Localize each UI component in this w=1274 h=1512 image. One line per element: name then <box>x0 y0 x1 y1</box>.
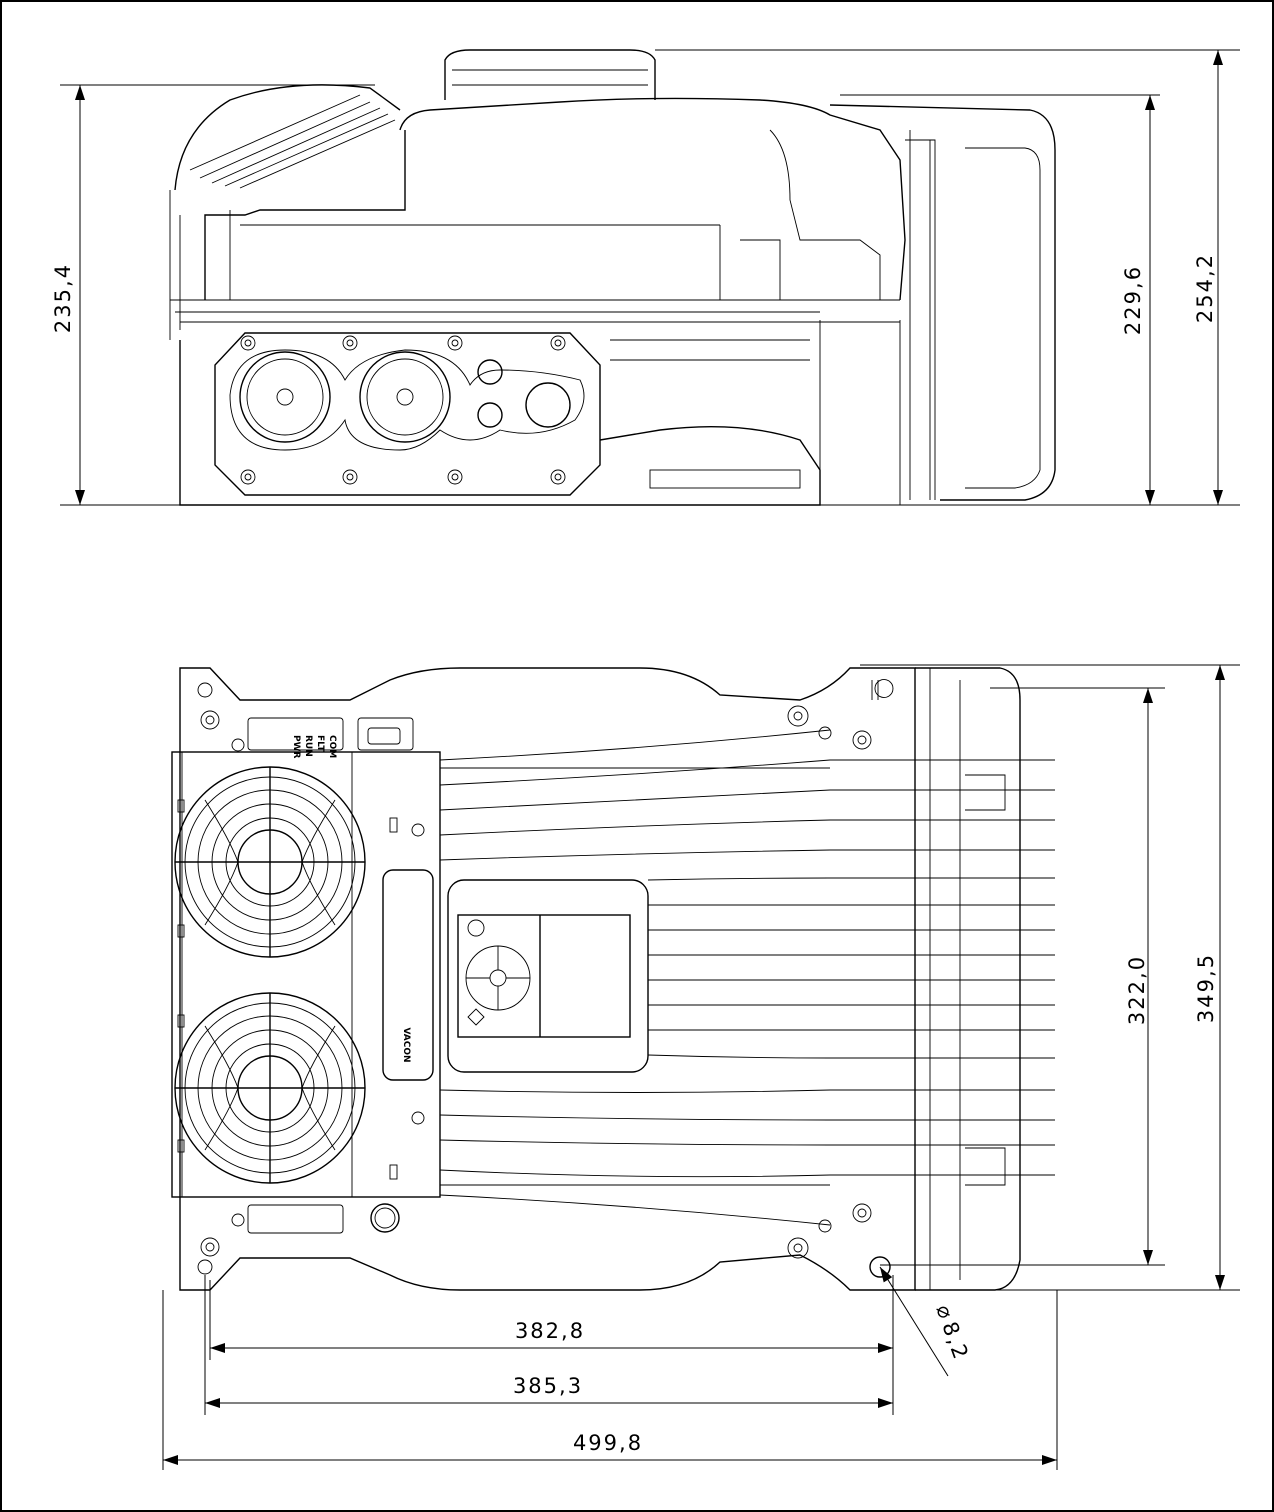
dim-hole-spacing-2: 385,3 <box>513 1374 583 1398</box>
brand-label: VACON <box>401 1027 411 1062</box>
dim-hole-diameter: 8,2 <box>937 1319 973 1364</box>
fan-upper <box>174 766 366 958</box>
led-label-run: RUN <box>303 735 313 757</box>
led-label-com: COM <box>327 735 337 758</box>
led-label-pwr: PWR <box>291 735 301 759</box>
top-view-dimensions <box>162 664 1240 1470</box>
heatsink-fins <box>439 729 1055 1226</box>
dim-side-height-left: 235,4 <box>51 263 75 333</box>
dim-overall-length: 499,8 <box>573 1431 643 1455</box>
dim-hole-spacing-1: 382,8 <box>515 1319 585 1343</box>
dim-side-height-inner: 229,6 <box>1121 265 1145 335</box>
dim-side-height-outer: 254,2 <box>1193 253 1217 323</box>
top-view <box>171 667 1055 1291</box>
dim-top-width-inner: 322,0 <box>1125 955 1149 1025</box>
dim-top-width-outer: 349,5 <box>1194 953 1218 1023</box>
side-view <box>169 49 1056 506</box>
led-label-flt: FLT <box>315 735 325 752</box>
fan-lower <box>174 992 366 1184</box>
side-view-dimensions <box>60 49 1240 506</box>
